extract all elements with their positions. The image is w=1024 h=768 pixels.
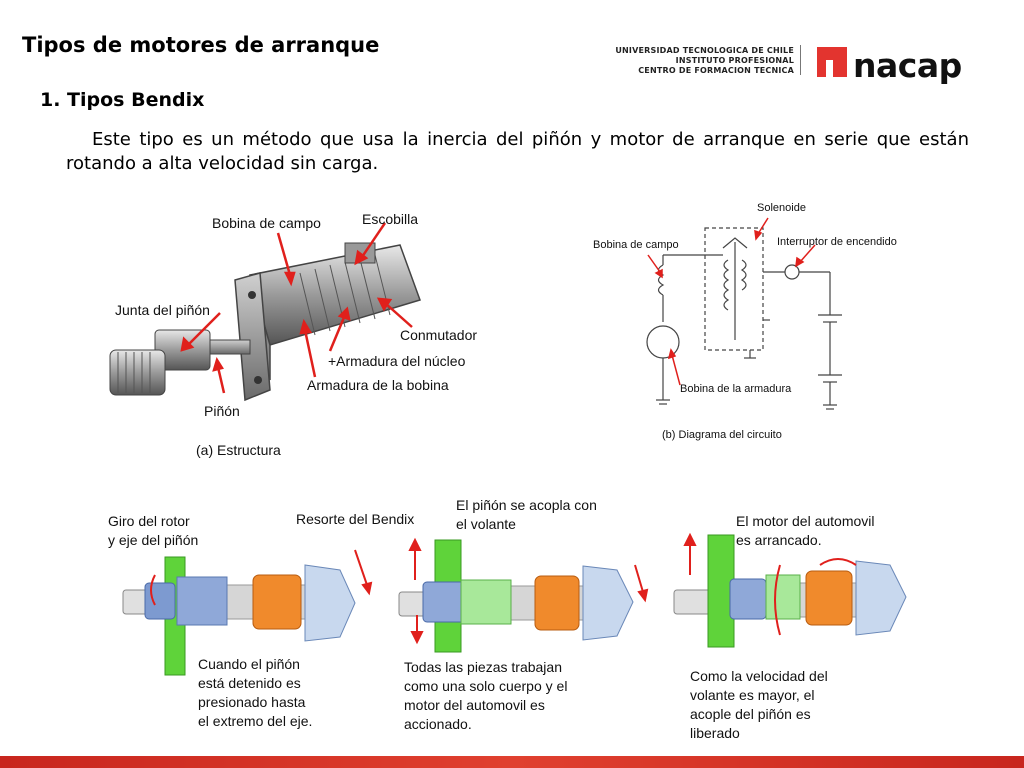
logo-divider	[800, 45, 801, 75]
body-paragraph: Este tipo es un método que usa la inerci…	[66, 128, 969, 176]
footer-bar	[0, 756, 1024, 768]
label-conmutador: Conmutador	[400, 327, 478, 343]
label-pinon: Piñón	[204, 403, 240, 419]
institution-line-1: UNIVERSIDAD TECNOLOGICA DE CHILE	[615, 46, 794, 55]
label-circuit-bobina-de-campo: Bobina de campo	[593, 239, 679, 251]
label-armadura-de-la-bobina: Armadura de la bobina	[307, 377, 449, 393]
label-escobilla: Escobilla	[362, 211, 419, 227]
label-solenoide: Solenoide	[757, 202, 806, 214]
label-interruptor-de-encendido: Interruptor de encendido	[777, 236, 897, 248]
institution-line-3: CENTRO DE FORMACION TECNICA	[638, 66, 794, 75]
caption-estructura: (a) Estructura	[196, 442, 281, 458]
institution-line-2: INSTITUTO PROFESIONAL	[675, 56, 794, 65]
label-bobina-de-campo: Bobina de campo	[212, 215, 321, 231]
bendix-stage-2-illustration	[398, 537, 649, 653]
circuit-diagram	[646, 217, 842, 410]
body-text: Este tipo es un método que usa la inerci…	[66, 129, 969, 174]
caption-diagrama-del-circuito: (b) Diagrama del circuito	[662, 429, 782, 441]
bendix-stage-1-illustration	[122, 549, 373, 676]
label-armadura-del-nucleo: +Armadura del núcleo	[328, 353, 466, 369]
stage1-spring-label: Resorte del Bendix	[296, 511, 415, 527]
label-bobina-de-la-armadura: Bobina de la armadura	[680, 383, 792, 395]
logo-wordmark: nacap	[853, 46, 962, 85]
label-junta-del-pinon: Junta del piñón	[115, 302, 210, 318]
section-heading: 1. Tipos Bendix	[40, 89, 205, 111]
inacap-logo-mark-icon	[817, 47, 847, 77]
starter-structure-illustration	[109, 222, 421, 402]
slide-title: Tipos de motores de arranque	[22, 33, 380, 57]
bendix-stage-3-illustration	[673, 532, 907, 648]
